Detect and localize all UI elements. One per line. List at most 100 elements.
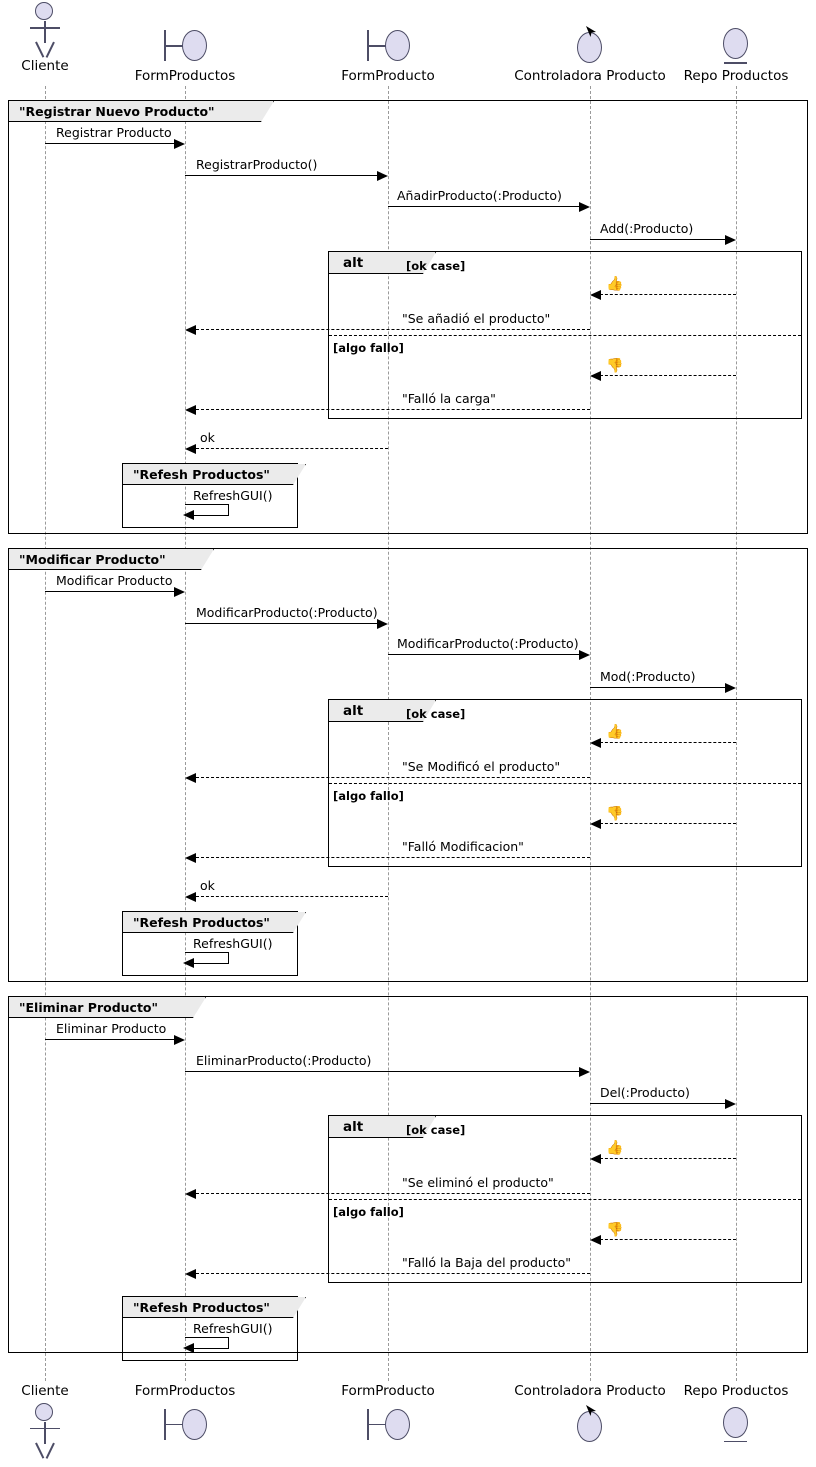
arrowhead-icon	[185, 891, 196, 902]
refresh-fragment: "Refesh Productos"	[122, 463, 298, 528]
participant-foot-formproducto[interactable]: FormProducto	[328, 1383, 448, 1449]
fragment-registrar-nuevo-producto: "Registrar Nuevo Producto"	[8, 100, 808, 534]
participant-foot-formproductos[interactable]: FormProductos	[122, 1383, 248, 1449]
self-call-arrow	[185, 1337, 229, 1349]
participant-label: Controladora Producto	[514, 1383, 666, 1399]
participant-head-formproducto[interactable]: FormProducto	[328, 26, 448, 84]
boundary-icon	[328, 26, 448, 70]
participant-head-repo-productos[interactable]: Repo Productos	[670, 26, 802, 84]
thumbs-up-icon: 👍	[606, 724, 624, 740]
message-label: Mod(:Producto)	[600, 669, 696, 684]
message-label: Eliminar Producto	[56, 1021, 167, 1036]
message-label: Del(:Producto)	[600, 1085, 690, 1100]
message-label: ok	[200, 430, 215, 445]
participant-foot-repo-productos[interactable]: Repo Productos	[670, 1383, 802, 1449]
arrowhead-icon	[590, 1234, 601, 1245]
message-arrow	[45, 143, 175, 144]
message-label: "Falló la Baja del producto"	[402, 1255, 572, 1270]
participant-label: Cliente	[21, 58, 69, 74]
message-label: RegistrarProducto()	[196, 157, 318, 172]
message-label: "Se eliminó el producto"	[402, 1175, 554, 1190]
lifeline-formproducto	[388, 86, 389, 1381]
alt-operator-label: alt	[329, 1116, 436, 1138]
arrowhead-icon	[590, 818, 601, 829]
fragment-title: "Refesh Productos"	[123, 912, 306, 933]
control-arrow-icon	[586, 1404, 596, 1416]
message-arrow	[196, 777, 590, 778]
message-arrow	[600, 742, 736, 743]
arrowhead-icon	[579, 649, 590, 660]
self-call-arrow	[185, 504, 229, 516]
guard-label: [algo fallo]	[333, 789, 404, 803]
message-arrow	[45, 591, 175, 592]
message-label: ModificarProducto(:Producto)	[397, 636, 579, 651]
message-arrow	[196, 1193, 590, 1194]
boundary-icon	[122, 26, 248, 70]
message-label: ok	[200, 878, 215, 893]
message-arrow	[185, 1071, 580, 1072]
message-label: Modificar Producto	[56, 573, 173, 588]
message-label: EliminarProducto(:Producto)	[196, 1053, 372, 1068]
participant-label: Repo Productos	[683, 68, 789, 84]
participant-label: FormProductos	[134, 68, 236, 84]
arrowhead-icon	[377, 170, 388, 181]
message-label: AñadirProducto(:Producto)	[397, 188, 562, 203]
arrowhead-icon	[725, 682, 736, 693]
arrowhead-icon	[725, 1098, 736, 1109]
alt-branch-divider	[329, 783, 801, 784]
message-arrow	[45, 1039, 175, 1040]
arrowhead-icon	[185, 1268, 196, 1279]
fragment-title: "Modificar Producto"	[9, 549, 214, 570]
guard-label: [ok case]	[406, 1123, 466, 1137]
message-arrow	[196, 896, 388, 897]
fragment-title: "Eliminar Producto"	[9, 997, 206, 1018]
alt-operator-label: alt	[329, 700, 436, 722]
participant-label: Cliente	[21, 1383, 69, 1399]
alt-fragment: alt	[328, 1115, 802, 1283]
participant-label: FormProductos	[134, 1383, 236, 1399]
guard-label: [ok case]	[406, 707, 466, 721]
message-arrow	[600, 375, 736, 376]
message-label: "Se añadió el producto"	[402, 311, 551, 326]
control-icon	[504, 1404, 676, 1449]
control-arrow-icon	[586, 26, 596, 37]
participant-foot-controladora-producto[interactable]: Controladora Producto	[504, 1383, 676, 1449]
arrowhead-icon	[185, 852, 196, 863]
participant-foot-cliente[interactable]: Cliente	[0, 1383, 90, 1461]
message-arrow	[196, 857, 590, 858]
message-arrow	[590, 687, 726, 688]
guard-label: [ok case]	[406, 259, 466, 273]
arrowhead-icon	[174, 138, 185, 149]
message-label: RefreshGUI()	[193, 1321, 273, 1336]
participant-label: FormProducto	[341, 68, 435, 84]
participant-head-controladora-producto[interactable]: Controladora Producto	[504, 26, 676, 84]
entity-icon	[670, 26, 802, 70]
alt-fragment: alt	[328, 251, 802, 419]
message-arrow	[388, 206, 580, 207]
thumbs-up-icon: 👍	[606, 276, 624, 292]
thumbs-down-icon: 👎	[606, 358, 624, 374]
message-arrow	[196, 448, 388, 449]
arrowhead-icon	[725, 234, 736, 245]
arrowhead-icon	[174, 586, 185, 597]
message-label: "Se Modificó el producto"	[402, 759, 561, 774]
message-arrow	[196, 329, 590, 330]
arrowhead-icon	[377, 618, 388, 629]
message-label: Add(:Producto)	[600, 221, 694, 236]
arrowhead-icon	[183, 510, 194, 520]
arrowhead-icon	[185, 324, 196, 335]
message-arrow	[196, 409, 590, 410]
arrowhead-icon	[185, 404, 196, 415]
participant-head-formproductos[interactable]: FormProductos	[122, 26, 248, 84]
participant-label: Repo Productos	[683, 1383, 789, 1399]
participant-label: Controladora Producto	[514, 68, 666, 84]
message-arrow	[388, 654, 580, 655]
arrowhead-icon	[579, 201, 590, 212]
fragment-title: "Refesh Productos"	[123, 464, 306, 485]
thumbs-up-icon: 👍	[606, 1140, 624, 1156]
participant-label: FormProducto	[341, 1383, 435, 1399]
message-label: "Falló Modificacion"	[402, 839, 524, 854]
boundary-icon	[122, 1405, 248, 1449]
participant-head-cliente[interactable]: Cliente	[0, 2, 90, 74]
